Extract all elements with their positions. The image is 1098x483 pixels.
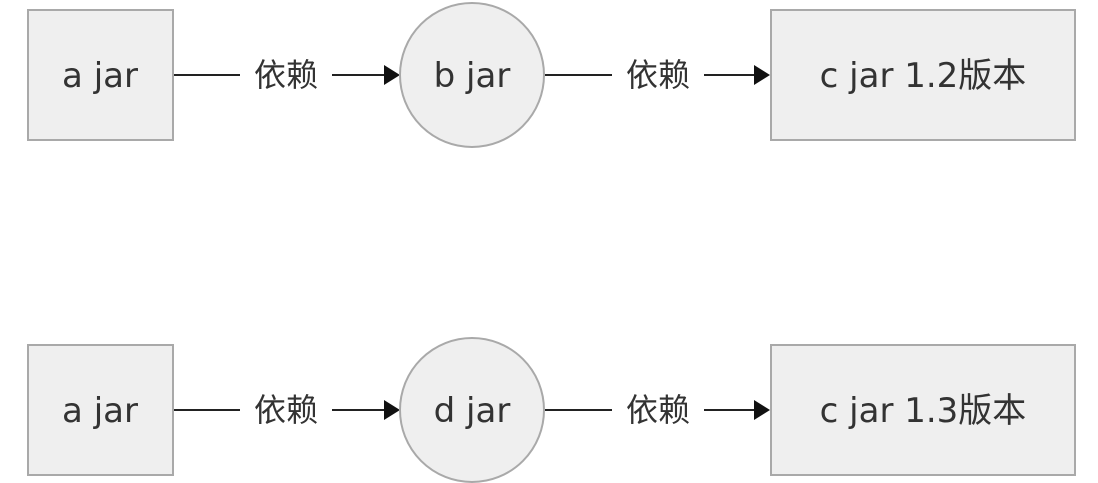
edge-label: 依赖 (626, 391, 690, 429)
edge-b-to-c: 依赖 (545, 54, 770, 96)
edge-label-background (240, 54, 332, 96)
arrow-head (754, 400, 770, 420)
node-box (770, 9, 1076, 141)
node-box (27, 9, 174, 141)
node-c-jar-1-2: c jar 1.2版本 (770, 9, 1076, 141)
node-b-jar: b jar (399, 2, 545, 148)
node-c-jar-1-3: c jar 1.3版本 (770, 344, 1076, 476)
node-a-jar: a jar (27, 344, 174, 476)
edge-label: 依赖 (626, 56, 690, 94)
node-circle (399, 337, 545, 483)
arrow-head (384, 400, 400, 420)
node-label: c jar 1.2版本 (820, 56, 1027, 96)
edge-a-to-b: 依赖 (173, 54, 400, 96)
node-a-jar: a jar (27, 9, 174, 141)
edge-label-background (612, 389, 704, 431)
edge-label-background (612, 54, 704, 96)
edge-label: 依赖 (254, 391, 318, 429)
node-box (770, 344, 1076, 476)
node-label: a jar (62, 391, 138, 431)
dependency-row-2: 依赖 依赖 a jar d jar c jar 1.3版本 (27, 337, 1076, 483)
edge-d-to-c: 依赖 (545, 389, 770, 431)
node-label: d jar (434, 391, 511, 431)
edge-label-background (240, 389, 332, 431)
node-label: c jar 1.3版本 (820, 391, 1027, 431)
arrow-head (754, 65, 770, 85)
arrow-head (384, 65, 400, 85)
dependency-row-1: 依赖 依赖 a jar b jar c jar 1.2版本 (27, 2, 1076, 148)
edge-label: 依赖 (254, 56, 318, 94)
node-d-jar: d jar (399, 337, 545, 483)
node-box (27, 344, 174, 476)
node-label: a jar (62, 56, 138, 96)
edge-a-to-d: 依赖 (173, 389, 400, 431)
node-label: b jar (434, 56, 511, 96)
node-circle (399, 2, 545, 148)
